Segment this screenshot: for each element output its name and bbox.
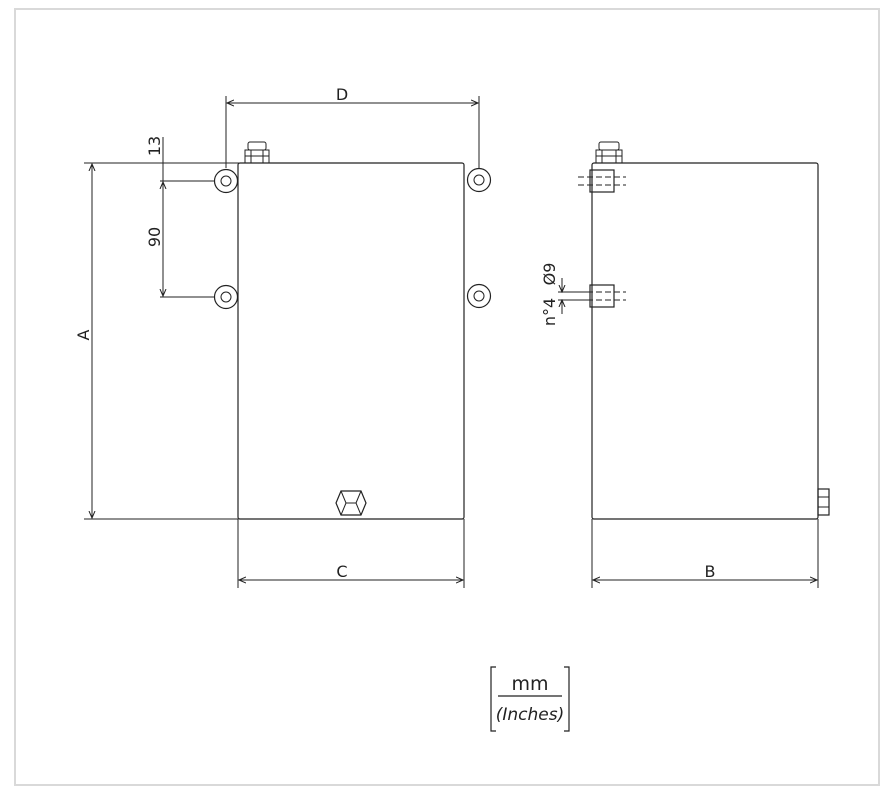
front-bottom-hex-plug	[335, 490, 367, 516]
label-B: B	[705, 562, 716, 581]
mounting-lug-top-left	[213, 168, 239, 194]
side-cable-gland	[595, 141, 623, 164]
drawing-frame	[14, 8, 880, 786]
front-view	[213, 141, 492, 520]
label-D: D	[336, 85, 348, 104]
label-A: A	[74, 329, 93, 340]
label-C: C	[336, 562, 347, 581]
mounting-lug-mid-right	[466, 283, 492, 309]
label-top-offset: 13	[145, 136, 164, 156]
dimension-B	[591, 519, 819, 588]
front-enclosure-body	[237, 162, 465, 520]
label-hole-diameter: Ø9	[540, 263, 559, 286]
side-lug-top	[578, 169, 626, 193]
unit-secondary: (Inches)	[496, 705, 565, 725]
dimension-hole-diameter	[558, 278, 590, 314]
label-hole-spacing: 90	[145, 227, 164, 247]
side-enclosure-body	[591, 162, 819, 520]
side-lug-mid	[578, 284, 626, 308]
side-view	[578, 141, 830, 520]
mounting-lug-mid-left	[213, 284, 239, 310]
dimension-D	[225, 96, 480, 168]
unit-primary: mm	[511, 673, 548, 695]
dimension-C	[237, 519, 465, 588]
units-legend: mm (Inches)	[490, 666, 570, 732]
front-cable-gland	[244, 141, 270, 164]
side-bottom-plug	[817, 488, 830, 516]
mounting-lug-top-right	[466, 167, 492, 193]
dimension-A	[84, 162, 238, 520]
label-hole-count: n°4	[540, 298, 559, 326]
dimension-hole-offsets	[160, 137, 240, 298]
